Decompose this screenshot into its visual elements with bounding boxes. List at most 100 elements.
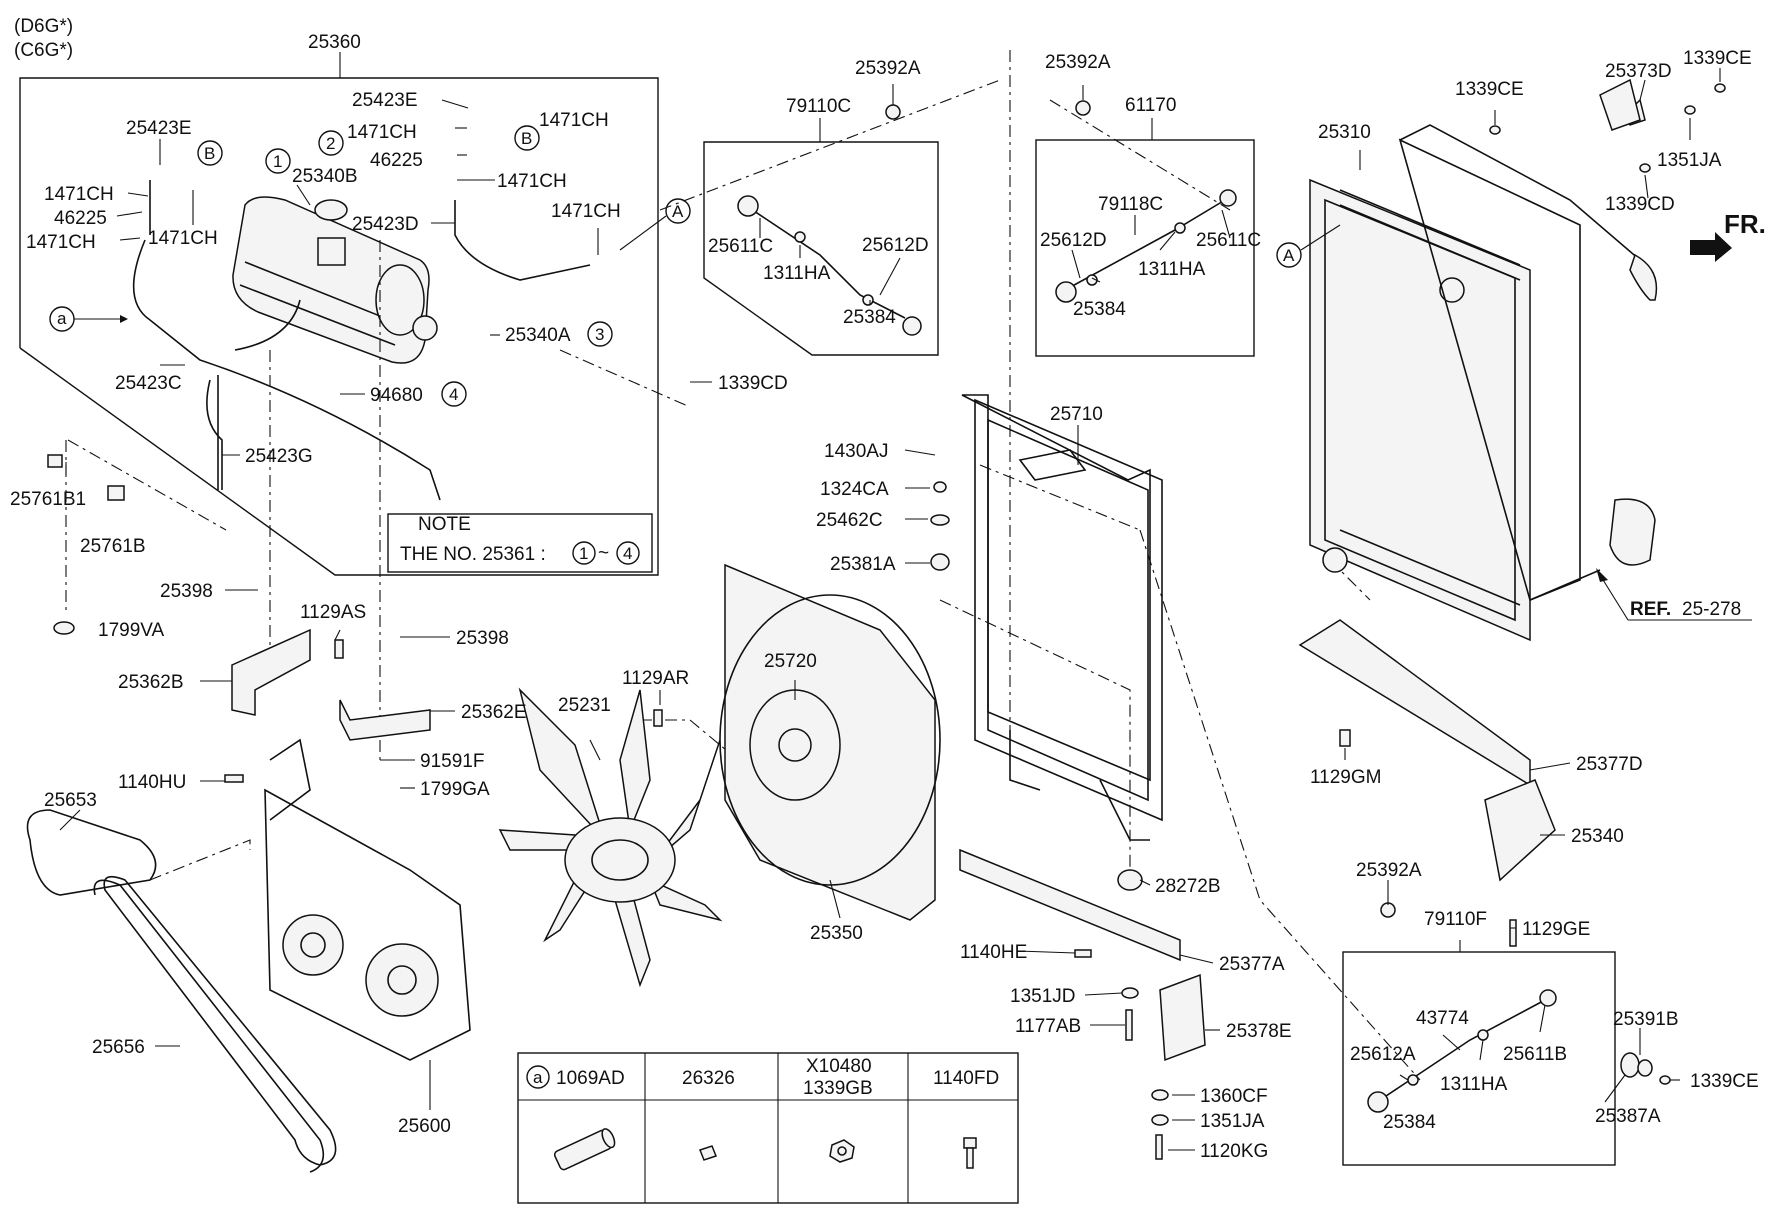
legend-header-1339gb: 1339GB	[803, 1078, 873, 1099]
callout-25462c: 25462C	[816, 510, 883, 531]
callout-25710: 25710	[1050, 404, 1103, 425]
variant-label-c6g: (C6G*)	[14, 40, 73, 61]
callout-94680: 94680	[370, 385, 423, 406]
callout-25362e: 25362E	[461, 702, 527, 723]
callout-25720: 25720	[764, 651, 817, 672]
callout-25231: 25231	[558, 695, 611, 716]
callout-25423c: 25423C	[115, 373, 182, 394]
callout-25391b: 25391B	[1613, 1009, 1679, 1030]
callout-1799ga: 1799GA	[420, 779, 490, 800]
callout-1120kg: 1120KG	[1200, 1141, 1268, 1162]
phantom-lines	[65, 50, 1421, 1081]
callout-25423e-left: 25423E	[126, 118, 192, 139]
reservoir-assembly-box	[19, 52, 659, 576]
callout-25398-left: 25398	[160, 581, 213, 602]
callout-1311ha-c: 1311HA	[1440, 1074, 1508, 1095]
reference-prefix: REF.	[1630, 599, 1671, 620]
radiator-frame	[961, 394, 1163, 841]
callout-1311ha-a: 1311HA	[763, 263, 831, 284]
marker-4: 4	[449, 385, 458, 404]
intercooler	[1398, 124, 1658, 602]
legend-header-1140fd: 1140FD	[933, 1068, 999, 1089]
callout-25600: 25600	[398, 1116, 451, 1137]
callout-25340a: 25340A	[505, 325, 571, 346]
callout-1324ca: 1324CA	[820, 479, 889, 500]
drive-belts	[26, 809, 337, 1173]
fan-shroud	[719, 563, 941, 921]
callout-25340b: 25340B	[292, 166, 358, 187]
callout-1311ha-b: 1311HA	[1138, 259, 1206, 280]
marker-3: 3	[595, 325, 604, 344]
callout-25377a: 25377A	[1219, 954, 1285, 975]
note-circle-to	[616, 541, 640, 565]
callout-25378e: 25378E	[1226, 1021, 1292, 1042]
callout-28272b: 28272B	[1155, 876, 1221, 897]
callout-25384-b: 25384	[1073, 299, 1126, 320]
callout-1129gm: 1129GM	[1310, 767, 1381, 788]
callout-1471ch-f: 1471CH	[497, 171, 567, 192]
callout-25384-c: 25384	[1383, 1112, 1436, 1133]
callout-25362b: 25362B	[118, 672, 184, 693]
callout-1471ch-a: 1471CH	[44, 184, 114, 205]
callout-43774: 43774	[1416, 1008, 1469, 1029]
callout-79118c: 79118C	[1098, 194, 1163, 215]
legend-header-x10480: X10480	[806, 1056, 872, 1077]
callout-1177ab: 1177AB	[1015, 1016, 1081, 1037]
callout-labels: 25360 25423E 1471CH 46225 1471CH 1471CH …	[10, 32, 1759, 1162]
marker-a-top: A	[672, 202, 684, 221]
marker-a-lower: a	[57, 309, 67, 328]
callout-1471ch-b: 1471CH	[26, 232, 96, 253]
callout-1351ja-b: 1351JA	[1657, 150, 1722, 171]
circled-markers: B B A A a 1 2 3 4	[49, 125, 1341, 407]
note-range-to: 4	[623, 544, 632, 563]
callout-1351jd: 1351JD	[1010, 986, 1076, 1007]
callout-25340: 25340	[1571, 826, 1624, 847]
note-range-sep: ~	[598, 543, 609, 564]
reference-value: 25-278	[1682, 599, 1741, 620]
callout-1129ge: 1129GE	[1522, 919, 1590, 940]
callout-25611b: 25611B	[1503, 1044, 1567, 1065]
callout-1360cf: 1360CF	[1200, 1086, 1268, 1107]
callout-25373d: 25373D	[1605, 61, 1672, 82]
callout-25398-right: 25398	[456, 628, 509, 649]
reservoir-hoses	[132, 180, 591, 501]
note-range-from: 1	[579, 544, 588, 563]
callout-1471ch-e: 1471CH	[347, 122, 417, 143]
callout-1471ch-d: 1471CH	[539, 110, 609, 131]
callout-25611c-a: 25611C	[708, 236, 773, 257]
callout-1339ce-c: 1339CE	[1690, 1071, 1759, 1092]
legend-header-1069ad: 1069AD	[556, 1068, 625, 1089]
small-fasteners	[47, 83, 1726, 1160]
callout-25423g: 25423G	[245, 446, 313, 467]
callout-25387a: 25387A	[1595, 1106, 1661, 1127]
callout-25350: 25350	[810, 923, 863, 944]
marker-1: 1	[273, 152, 282, 171]
callout-1140he: 1140HE	[960, 942, 1027, 963]
hose-kit-box-79110f	[1342, 902, 1616, 1166]
callout-25611c-b: 25611C	[1196, 230, 1261, 251]
callout-91591f: 91591F	[420, 751, 484, 772]
brackets	[231, 78, 1646, 1062]
callout-1351ja-a: 1351JA	[1200, 1111, 1265, 1132]
front-direction-arrow	[1690, 232, 1732, 262]
callout-1430aj: 1430AJ	[824, 441, 888, 462]
marker-b-left: B	[204, 144, 215, 163]
callout-25423d: 25423D	[352, 214, 419, 235]
callout-25392a-a: 25392A	[855, 58, 921, 79]
marker-a-radiator: A	[1283, 246, 1295, 265]
note-circle-from	[572, 541, 596, 565]
hose-kit-box-61170	[1035, 100, 1255, 357]
callout-25360: 25360	[308, 32, 361, 53]
marker-b-right: B	[521, 129, 532, 148]
legend-table	[517, 1052, 1019, 1204]
callout-25377d: 25377D	[1576, 754, 1643, 775]
callout-25653: 25653	[44, 790, 97, 811]
callout-25384-a: 25384	[843, 307, 896, 328]
callout-46225-right: 46225	[370, 150, 423, 171]
belt-tensioner-bracket	[264, 738, 471, 1061]
callout-1339ce-a: 1339CE	[1455, 79, 1524, 100]
callout-1471ch-c: 1471CH	[148, 228, 218, 249]
callout-1799va: 1799VA	[98, 620, 165, 641]
callout-79110f: 79110F	[1424, 909, 1487, 930]
